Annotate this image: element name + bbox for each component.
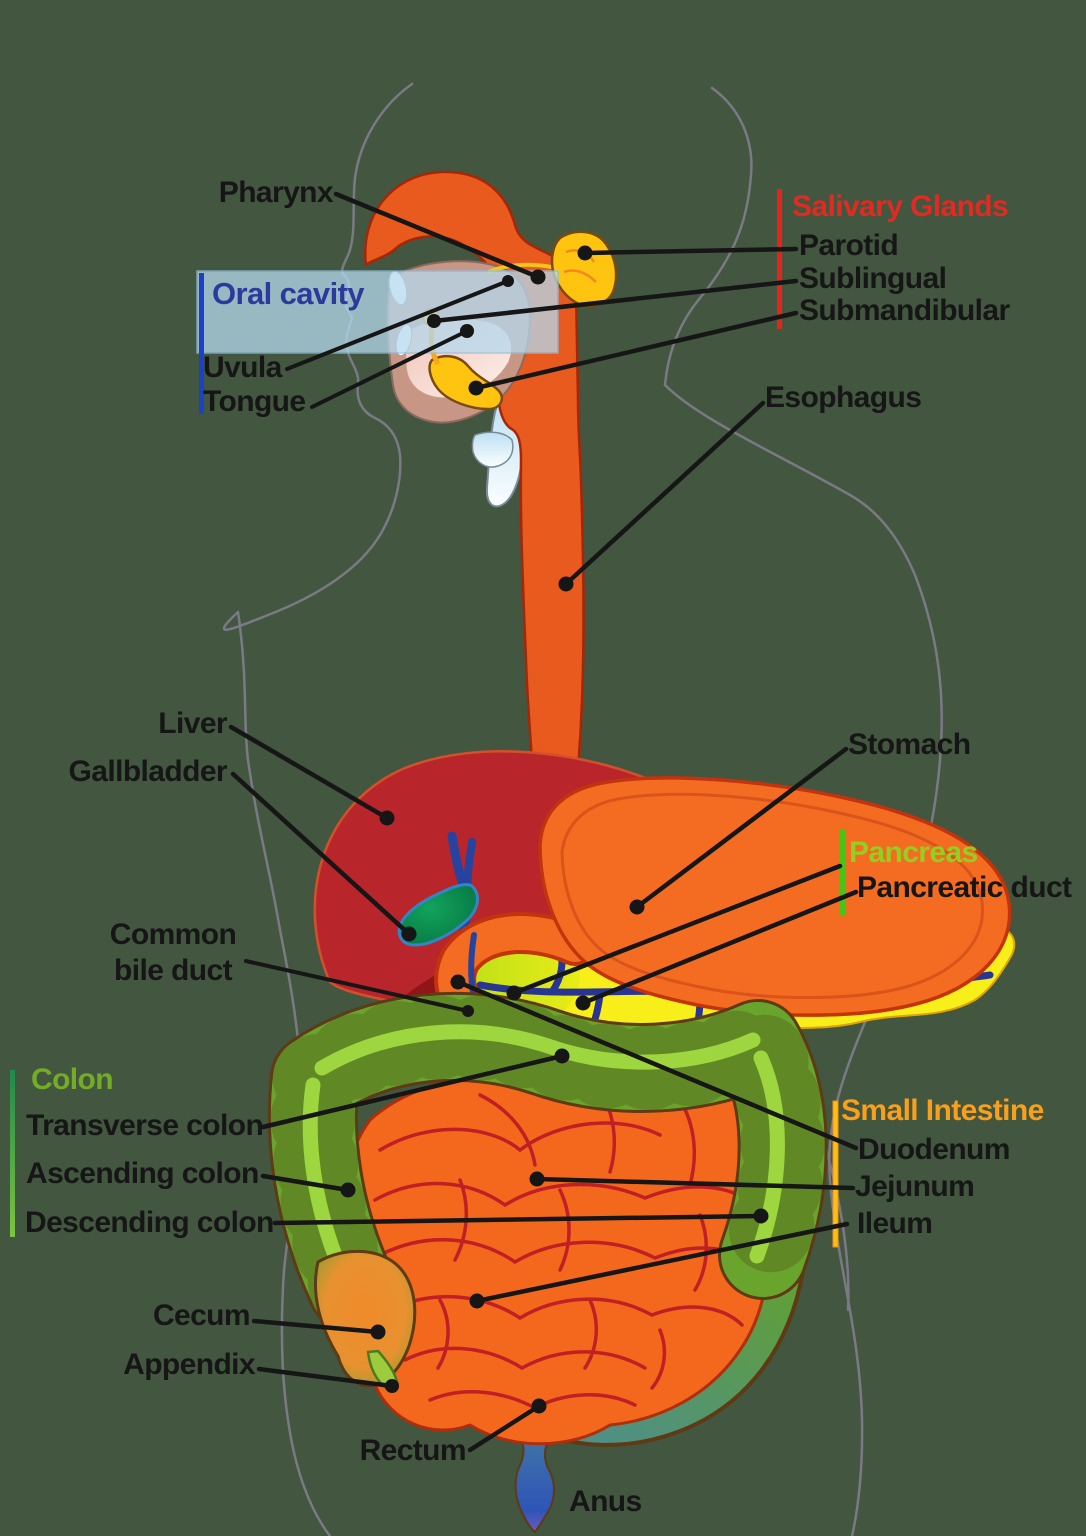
leader-pancreas bbox=[506, 863, 843, 1001]
leader-cecum bbox=[251, 1318, 386, 1340]
leader-transverse-colon bbox=[260, 1048, 570, 1130]
leader-common-bile-duct bbox=[244, 959, 474, 1017]
stomach-shape bbox=[538, 776, 1012, 1017]
label-appendix: Appendix bbox=[123, 1348, 255, 1381]
label-descending-colon: Descending colon bbox=[25, 1206, 274, 1239]
label-ileum: Ileum bbox=[857, 1207, 933, 1240]
small-intestine-shape bbox=[345, 1073, 770, 1446]
label-rectum: Rectum bbox=[359, 1434, 467, 1467]
colon-bar bbox=[10, 1070, 15, 1237]
leader-sublingual bbox=[427, 278, 799, 328]
label-tongue: Tongue bbox=[203, 385, 306, 418]
label-pancreatic-duct: Pancreatic duct bbox=[857, 871, 1072, 904]
label-colon: Colon bbox=[31, 1063, 114, 1096]
label-pancreas: Pancreas bbox=[849, 836, 978, 869]
label-anus: Anus bbox=[569, 1485, 642, 1518]
label-duodenum: Duodenum bbox=[858, 1133, 1010, 1166]
leader-appendix bbox=[256, 1366, 399, 1393]
label-common-bile-duct-line1: Common bbox=[109, 918, 237, 951]
oral-cavity-bar bbox=[199, 273, 204, 414]
label-transverse-colon: Transverse colon bbox=[26, 1109, 264, 1142]
label-small-intestine: Small Intestine bbox=[841, 1094, 1044, 1127]
submandibular-gland bbox=[428, 354, 504, 411]
leader-uvula bbox=[285, 275, 514, 371]
small-intestine-bar bbox=[832, 1100, 839, 1248]
label-uvula: Uvula bbox=[203, 351, 282, 384]
leader-ileum bbox=[469, 1221, 850, 1309]
gallbladder-shape bbox=[397, 883, 479, 947]
leader-jejunum bbox=[529, 1171, 856, 1191]
leader-gallbladder bbox=[230, 771, 417, 942]
leader-submandibular bbox=[468, 310, 799, 396]
label-common-bile-duct-line2: bile duct bbox=[114, 954, 233, 987]
label-jejunum: Jejunum bbox=[855, 1170, 975, 1203]
label-stomach: Stomach bbox=[848, 728, 971, 761]
label-ascending-colon: Ascending colon bbox=[26, 1157, 259, 1190]
head-back-outline bbox=[663, 86, 753, 387]
leader-duodenum bbox=[450, 974, 859, 1151]
label-pharynx: Pharynx bbox=[218, 176, 334, 209]
salivary-glands-bar bbox=[777, 189, 782, 329]
leader-esophagus bbox=[558, 400, 766, 592]
leader-pharynx bbox=[333, 191, 546, 285]
label-esophagus: Esophagus bbox=[765, 381, 922, 414]
leader-ascending-colon bbox=[260, 1173, 356, 1198]
head-face-outline bbox=[222, 82, 414, 631]
stomach-inner-rim bbox=[560, 792, 984, 1000]
label-cecum: Cecum bbox=[152, 1299, 251, 1332]
pancreas-bar bbox=[840, 829, 845, 915]
leader-tongue bbox=[310, 324, 474, 409]
label-gallbladder: Gallbladder bbox=[68, 755, 228, 788]
label-parotid: Parotid bbox=[799, 229, 899, 262]
leader-parotid bbox=[577, 245, 799, 261]
leader-rectum bbox=[467, 1398, 547, 1453]
leader-pancreatic-duct bbox=[575, 889, 859, 1011]
label-sublingual: Sublingual bbox=[799, 262, 947, 295]
label-submandibular: Submandibular bbox=[799, 294, 1010, 327]
leader-liver bbox=[228, 724, 395, 826]
leader-stomach bbox=[629, 746, 849, 915]
label-common-bile-duct: Common bile duct bbox=[109, 917, 237, 989]
label-oral-cavity: Oral cavity bbox=[212, 276, 365, 311]
label-salivary-glands: Salivary Glands bbox=[792, 190, 1009, 223]
leader-descending-colon bbox=[272, 1208, 769, 1226]
leader-lines bbox=[228, 191, 859, 1453]
parotid-duct bbox=[487, 262, 557, 274]
label-liver: Liver bbox=[158, 707, 227, 740]
colon-shape bbox=[267, 991, 828, 1333]
